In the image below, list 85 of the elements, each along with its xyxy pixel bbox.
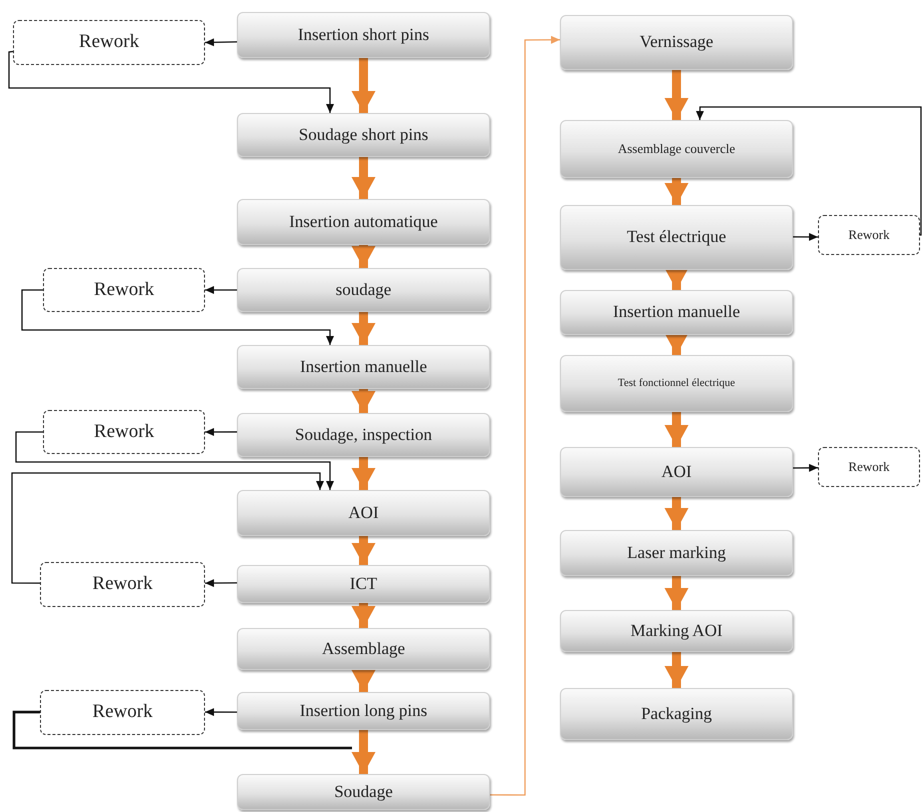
block-arrow (664, 70, 688, 120)
process-box (237, 628, 490, 670)
arrow (793, 232, 818, 241)
process-box (237, 692, 490, 730)
box-label: Assemblage (322, 640, 406, 658)
box-label: AOI (661, 462, 692, 482)
arrow (21, 289, 334, 345)
box-label: ICT (350, 574, 378, 594)
block-arrow (352, 670, 376, 692)
process-box (237, 345, 490, 389)
process-box (560, 688, 793, 740)
block-arrow (664, 333, 688, 355)
block-arrow (352, 312, 376, 345)
block-arrow (664, 497, 688, 530)
box-label: Rework (94, 280, 154, 300)
process-box (560, 290, 793, 335)
rework-box (818, 447, 920, 487)
box-label: Rework (92, 574, 153, 595)
box-label: Soudage, inspection (295, 426, 432, 444)
box-label: Rework (848, 228, 890, 242)
block-arrow (352, 245, 376, 268)
box-label: Insertion manuelle (613, 303, 740, 322)
arrow (11, 472, 324, 584)
arrow (490, 36, 560, 796)
arrow (205, 579, 237, 588)
block-arrow (664, 268, 688, 290)
arrow (793, 464, 818, 472)
box-label: Soudage (334, 782, 393, 802)
block-arrow (352, 58, 376, 113)
block-arrow (352, 730, 376, 774)
box-label: Insertion short pins (298, 26, 430, 44)
arrow (696, 106, 922, 236)
arrow (8, 50, 334, 113)
arrow (205, 428, 237, 436)
box-label: Insertion manuelle (300, 358, 427, 376)
block-arrow (664, 178, 688, 205)
box-label: Rework (848, 460, 890, 474)
process-box (237, 268, 490, 312)
box-label: Rework (92, 702, 153, 723)
box-label: Laser marking (627, 544, 726, 562)
block-arrow (352, 157, 376, 199)
block-arrow (664, 652, 688, 688)
rework-box (818, 215, 920, 255)
block-arrow (664, 576, 688, 610)
arrow (204, 38, 238, 46)
rework-box (40, 690, 205, 735)
process-box (560, 205, 793, 270)
arrow (205, 708, 237, 716)
rework-box (43, 410, 205, 454)
box-label: Test fonctionnel électrique (618, 377, 736, 390)
process-box (560, 355, 793, 412)
box-label: Insertion long pins (300, 702, 428, 720)
rework-box (43, 268, 205, 312)
box-label: AOI (348, 504, 379, 522)
box-label: soudage (336, 280, 392, 300)
block-arrow (352, 603, 376, 628)
box-label: Packaging (641, 704, 712, 724)
process-box (560, 447, 793, 497)
process-box (237, 774, 490, 810)
process-box (560, 530, 793, 576)
box-label: Soudage short pins (298, 126, 428, 144)
process-box (237, 12, 490, 58)
box-label: Rework (94, 422, 154, 442)
arrow (205, 286, 237, 294)
block-arrow (352, 389, 376, 413)
rework-box (13, 20, 205, 65)
block-arrow (352, 536, 376, 565)
process-box (560, 120, 793, 178)
process-box (237, 199, 490, 245)
process-box (237, 565, 490, 603)
process-box (237, 490, 490, 536)
arrow (15, 431, 334, 490)
box-label: Assemblage couvercle (618, 142, 736, 156)
box-label: Insertion automatique (289, 212, 438, 232)
process-box (560, 15, 793, 70)
box-label: Rework (78, 32, 140, 53)
box-label: Vernissage (640, 33, 714, 52)
box-label: Marking AOI (630, 622, 723, 640)
block-arrow (664, 412, 688, 447)
process-box (237, 413, 490, 457)
box-label: Test électrique (626, 228, 726, 247)
rework-box (40, 562, 205, 607)
block-arrow (352, 457, 376, 490)
process-box (237, 113, 490, 157)
process-box (560, 610, 793, 652)
